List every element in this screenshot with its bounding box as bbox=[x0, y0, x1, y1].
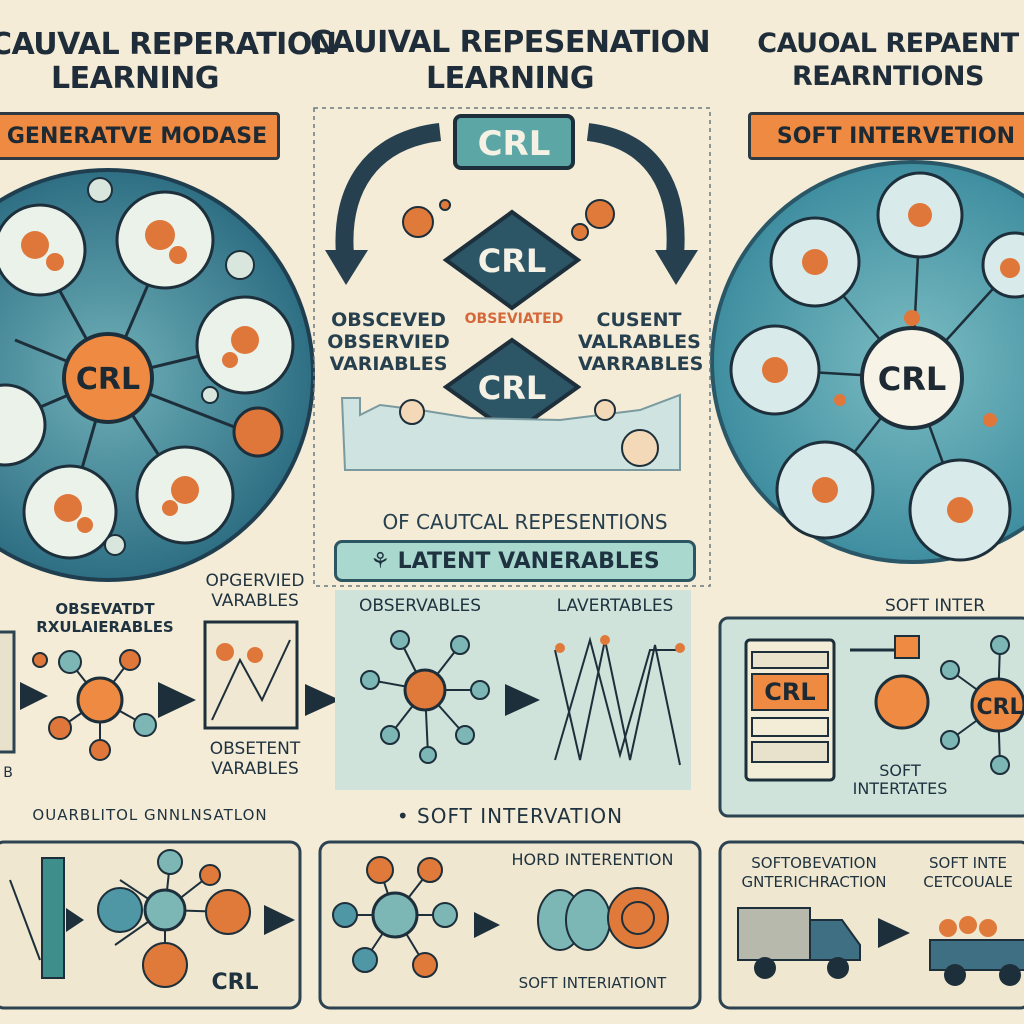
soft-bottom-line1: SOFT bbox=[879, 761, 921, 780]
row2-graphics: CRL CRL bbox=[0, 590, 1024, 818]
center-right-line2: VALRABLES bbox=[578, 330, 701, 353]
soft-panel-crl: CRL bbox=[976, 695, 1023, 720]
row3-right-a-label: SOFTOBEVATION GNTERICHRACTION bbox=[724, 854, 904, 892]
soft-card-crl: CRL bbox=[764, 678, 815, 706]
latent-variables-bar: ⚘ LATENT VANERABLES bbox=[334, 540, 696, 582]
center-latent-label: CUSENT VALRABLES VARRABLES bbox=[578, 309, 704, 376]
center-left-line2: OBSERVIED bbox=[327, 330, 450, 353]
row3-graphics bbox=[0, 840, 1024, 1010]
row2-mid-bottom-label: OBSETENT VARABLES bbox=[195, 739, 315, 779]
center-caption: OF CAUTCAL REPESENTIONS bbox=[382, 510, 668, 534]
center-right-line1: CUSENT bbox=[596, 309, 682, 331]
row3-left-crl: CRL bbox=[211, 970, 259, 995]
center-cycle bbox=[313, 107, 711, 587]
right-network-circle: CRL bbox=[710, 160, 1024, 564]
title-left-line2: LEARNING bbox=[51, 61, 219, 96]
row2-left-line1: OBSEVATDT bbox=[55, 600, 155, 618]
observables-label: OBSERVABLES bbox=[359, 596, 481, 616]
center-mid-label: OBSEVIATED bbox=[464, 311, 564, 327]
row2-mid-top-label: OPGERVIED VARABLES bbox=[195, 571, 315, 611]
row3-center-header: • SOFT INTERVATION bbox=[396, 804, 624, 828]
center-crl-low: CRL bbox=[478, 369, 547, 407]
title-center-line2: LEARNING bbox=[426, 61, 594, 96]
row2-mid-bottom-line2: VARABLES bbox=[211, 758, 299, 779]
center-left-line3: VARIABLES bbox=[329, 352, 448, 375]
row2-left-edge-label: B bbox=[3, 765, 13, 781]
row2-mid-top-line2: VARABLES bbox=[211, 590, 299, 611]
row3-left-header: OUARBLITOL GNNLNSATLON bbox=[32, 806, 268, 824]
soft-interiation-label: SOFT INTERIATIONT bbox=[518, 974, 667, 992]
row2-mid-bottom-line1: OBSETENT bbox=[209, 739, 301, 759]
left-network-circle: CRL bbox=[0, 168, 315, 582]
title-right-line2: REARNTIONS bbox=[792, 61, 984, 90]
row2-mid-top-line1: OPGERVIED bbox=[205, 571, 305, 591]
row3-right-b-line2: CETCOUALE bbox=[923, 872, 1013, 891]
row3-right-b-label: SOFT INTE CETCOUALE bbox=[912, 854, 1024, 892]
left-crl-label: CRL bbox=[76, 362, 140, 397]
center-right-line3: VARRABLES bbox=[578, 352, 704, 375]
soft-inter-label: SOFT INTER bbox=[884, 598, 986, 615]
row2-left-label: OBSEVATDT RXULAIERABLES bbox=[10, 600, 200, 636]
title-center: CAUIVAL REPESENATION LEARNING bbox=[300, 28, 720, 94]
row3-right-a-line1: SOFTOBEVATION bbox=[751, 854, 877, 872]
row2-left-line2: RXULAIERABLES bbox=[36, 618, 174, 636]
hord-intervention-label: HORD INTERENTION bbox=[511, 850, 674, 869]
center-left-line1: OBSCEVED bbox=[331, 309, 446, 331]
center-crl-mid: CRL bbox=[478, 242, 547, 280]
row3-right-a-line2: GNTERICHRACTION bbox=[741, 872, 887, 891]
soft-bottom-label: SOFT INTERTATES bbox=[850, 761, 950, 799]
title-right: CAUOAL REPAENT REARNTIONS bbox=[752, 30, 1024, 90]
center-crl-top: CRL bbox=[478, 124, 551, 164]
title-center-line1: CAUIVAL REPESENATION bbox=[309, 25, 711, 60]
soft-bottom-line2: INTERTATES bbox=[852, 779, 948, 799]
banner-generative: GENERATVE MODASE bbox=[0, 112, 280, 160]
right-crl-label: CRL bbox=[878, 360, 947, 398]
center-observed-label: OBSCEVED OBSERVIED VARIABLES bbox=[326, 309, 451, 376]
lavertables-label: LAVERTABLES bbox=[556, 596, 674, 616]
banner-soft-intervention: SOFT INTERVETION bbox=[748, 112, 1024, 160]
row3-right-b-line1: SOFT INTE bbox=[929, 854, 1007, 872]
title-right-line1: CAUOAL REPAENT bbox=[757, 30, 1019, 59]
